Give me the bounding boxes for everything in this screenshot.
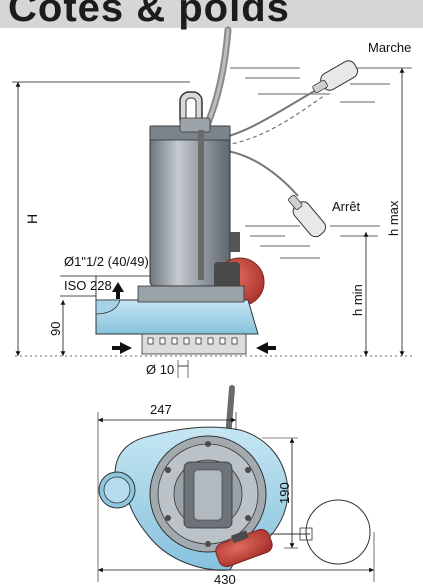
- dim-top-depth: 190: [277, 482, 292, 504]
- strainer: [141, 333, 247, 355]
- label-arret: Arrêt: [332, 199, 361, 214]
- dim-h-min: h min: [350, 284, 365, 316]
- dim-top-width: 247: [150, 402, 172, 417]
- dim-inlet: Ø 10: [146, 362, 174, 377]
- dim-H: H: [24, 214, 40, 224]
- water-lines-lower: [245, 225, 380, 259]
- pump-base: [95, 299, 259, 335]
- top-float-red: [215, 528, 273, 568]
- dim-h-max: h max: [386, 200, 401, 236]
- top-view: 247 190 430: [97, 385, 375, 587]
- banner-title: Cotes & poids: [8, 0, 290, 30]
- float-switch-high: [312, 60, 359, 94]
- discharge-hose: [201, 26, 232, 134]
- dim-base-height: 90: [48, 322, 63, 336]
- dim-total-width: 430: [214, 572, 236, 587]
- title-banner: Cotes & poids: [0, 0, 423, 30]
- top-bolts: [165, 441, 251, 547]
- label-outlet-diameter: Ø1"1/2 (40/49): [64, 254, 149, 269]
- inlet-arrow-right: [256, 342, 268, 354]
- label-iso: ISO 228: [64, 278, 112, 293]
- float-switch-low: [288, 194, 327, 238]
- side-view: H 90 h min h max Ø 10 Marche Arrêt Ø1"1/…: [12, 26, 412, 378]
- top-float-outline: [305, 499, 371, 565]
- outlet-arrow: [112, 282, 124, 292]
- inlet-arrow-left: [120, 342, 132, 354]
- label-marche: Marche: [368, 40, 411, 55]
